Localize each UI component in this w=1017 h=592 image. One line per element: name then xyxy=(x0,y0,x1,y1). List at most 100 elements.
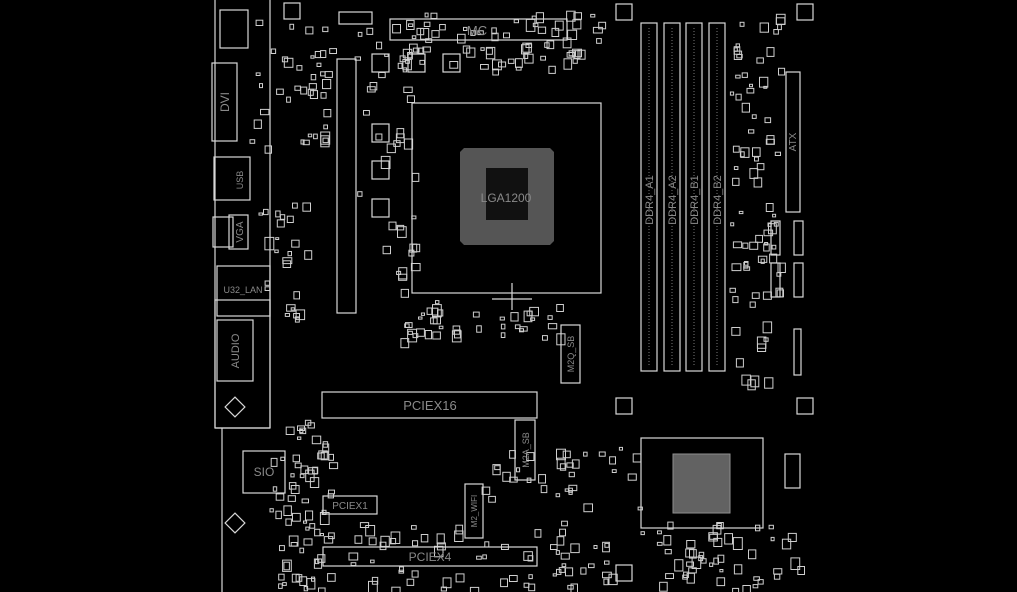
smd-pad xyxy=(550,544,558,550)
smd-pad xyxy=(382,245,392,255)
smd-pad xyxy=(732,241,743,249)
smd-pad xyxy=(285,518,292,526)
smd-pad xyxy=(391,586,401,592)
smd-pad xyxy=(368,537,377,546)
dimm-slot-ddr4_b1[interactable]: DDR4_B1 xyxy=(685,22,703,372)
smd-pad xyxy=(420,28,430,40)
smd-pad xyxy=(476,555,482,560)
smd-pad xyxy=(264,236,275,251)
smd-pad xyxy=(627,473,637,481)
smd-pad xyxy=(559,463,567,471)
smd-pad xyxy=(412,47,420,53)
usb-connector[interactable]: USB xyxy=(213,156,251,201)
smd-pad xyxy=(354,535,363,544)
mc-header[interactable]: MC xyxy=(389,18,568,41)
smd-pad xyxy=(790,557,801,571)
smd-pad xyxy=(562,450,571,459)
smd-pad xyxy=(563,58,573,70)
fan-header[interactable] xyxy=(338,11,373,25)
audio-connector[interactable]: AUDIO xyxy=(214,299,271,429)
smd-pad xyxy=(434,545,444,558)
smd-pad xyxy=(540,485,548,494)
smd-pad xyxy=(439,24,446,31)
smd-pad xyxy=(259,83,263,89)
smd-pad xyxy=(282,257,293,265)
smd-pad xyxy=(406,95,415,104)
smd-pad xyxy=(451,330,462,343)
vrm-column xyxy=(336,58,357,314)
m2-wifi-slot[interactable]: M2_WIFI xyxy=(464,483,484,539)
smd-pad xyxy=(264,280,271,286)
dvi-connector[interactable]: DVI xyxy=(211,62,238,142)
smd-pad xyxy=(733,46,741,55)
displayport-connector[interactable] xyxy=(219,9,249,49)
smd-pad xyxy=(757,579,764,585)
smd-pad xyxy=(741,102,751,113)
smd-pad xyxy=(290,473,295,478)
smd-pad xyxy=(368,580,378,592)
m2q-slot[interactable]: M2Q_SB xyxy=(560,324,581,384)
smd-pad xyxy=(755,234,764,243)
smd-pad xyxy=(263,208,269,216)
sio-chip[interactable]: SIO xyxy=(242,450,286,494)
smd-pad xyxy=(741,374,751,386)
smd-pad xyxy=(390,538,397,545)
pciex1-slot[interactable]: PCIEX1 xyxy=(322,495,378,515)
smd-pad xyxy=(566,10,576,22)
smd-pad xyxy=(278,583,283,589)
smd-pad xyxy=(274,249,279,254)
smd-pad xyxy=(310,55,315,59)
smd-pad xyxy=(640,531,645,536)
smd-pad xyxy=(492,68,499,76)
smd-pad xyxy=(750,375,760,388)
smd-pad xyxy=(778,67,786,76)
smd-pad xyxy=(540,55,547,61)
dimm-slot-ddr4_a2[interactable]: DDR4_A2 xyxy=(663,22,681,372)
smd-pad xyxy=(420,534,429,543)
dimm-slot-ddr4_b2[interactable]: DDR4_B2 xyxy=(708,22,726,372)
smd-pad xyxy=(408,249,415,257)
smd-pad xyxy=(406,578,415,586)
smd-pad xyxy=(762,291,772,300)
smd-pad xyxy=(763,243,770,252)
smd-pad xyxy=(686,572,695,584)
m2a-slot[interactable]: M2A_SB xyxy=(514,419,536,481)
pciex16-slot[interactable]: PCIEX16 xyxy=(321,391,538,419)
smd-pad xyxy=(432,331,441,340)
pch-chip[interactable] xyxy=(640,437,764,529)
smd-pad xyxy=(632,453,642,463)
smd-pad xyxy=(773,29,779,35)
smd-pad xyxy=(282,260,292,268)
vga-connector[interactable]: VGA xyxy=(212,214,249,250)
smd-pad xyxy=(400,338,410,349)
smd-pad xyxy=(500,323,506,330)
smd-pad xyxy=(596,38,602,44)
smd-pad xyxy=(430,317,438,325)
sata-connectors[interactable] xyxy=(770,220,804,376)
smd-pad xyxy=(455,524,464,535)
smd-pad xyxy=(598,451,606,457)
smd-pad xyxy=(609,456,616,465)
smd-pad xyxy=(317,554,326,563)
smd-pad xyxy=(442,577,452,589)
smd-pad xyxy=(781,538,792,550)
smd-pad xyxy=(472,311,480,318)
smd-pad xyxy=(771,244,777,250)
cpu-socket[interactable]: LGA1200 xyxy=(411,102,602,310)
smd-pad xyxy=(411,525,417,530)
smd-pad xyxy=(523,582,530,588)
header-connector[interactable] xyxy=(784,453,801,489)
smd-pad xyxy=(766,47,775,57)
smd-pad xyxy=(519,328,524,333)
smd-pad xyxy=(297,436,302,440)
lan-connector[interactable]: U32_LAN xyxy=(216,265,271,317)
dimm-slot-ddr4_a1[interactable]: DDR4_A1 xyxy=(640,22,658,372)
smd-pad xyxy=(552,573,557,577)
smd-pad xyxy=(416,27,425,36)
smd-pad xyxy=(294,316,300,323)
atx-connector[interactable]: ATX xyxy=(785,71,801,213)
smd-pad xyxy=(255,19,264,27)
smd-pad xyxy=(663,535,672,546)
pciex4-slot[interactable]: PCIEX4 xyxy=(322,546,538,567)
